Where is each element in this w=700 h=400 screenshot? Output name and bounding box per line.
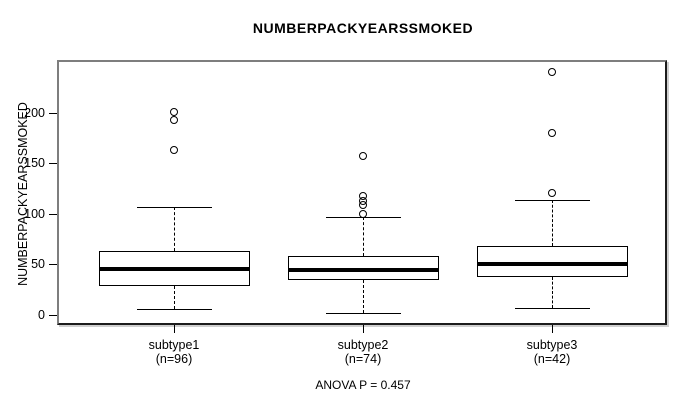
y-axis-tick-label: 150 [24,156,45,171]
median-line [476,262,628,267]
lower-whisker-line [174,285,175,309]
y-axis-tick-label: 50 [31,257,45,272]
chart-title: NUMBERPACKYEARSSMOKED [252,20,474,36]
group-label: subtype1(n=96) [104,338,244,366]
upper-whisker-cap [136,206,212,208]
outlier-point [358,209,367,218]
x-axis-tick [174,325,175,333]
lower-whisker-cap [325,312,401,314]
outlier-point [169,116,178,125]
outlier-point [169,108,178,117]
upper-whisker-line [552,199,553,247]
plot-area-border [57,60,667,325]
outlier-point [169,145,178,154]
outlier-point [358,192,367,201]
upper-whisker-line [363,216,364,257]
y-axis-tick-label: 0 [38,308,45,322]
outlier-point [547,189,556,198]
median-line [98,267,250,272]
lower-whisker-line [552,276,553,308]
group-label: subtype3(n=42) [482,338,622,366]
iqr-box [476,246,628,277]
outlier-point [358,151,367,160]
lower-whisker-cap [514,307,590,309]
y-axis-tick [49,315,57,316]
anova-annotation: ANOVA P = 0.457 [315,378,411,392]
group-count: (n=74) [344,352,382,366]
group-name: subtype3 [526,338,578,352]
x-axis-tick [552,325,553,333]
lower-whisker-cap [136,308,212,310]
upper-whisker-cap [514,199,590,201]
group-name: subtype2 [337,338,389,352]
group-name: subtype1 [148,338,200,352]
median-line [287,268,439,273]
y-axis-tick-label: 100 [24,206,45,221]
x-axis-tick [363,325,364,333]
group-label: subtype2(n=74) [293,338,433,366]
upper-whisker-line [174,206,175,252]
group-count: (n=42) [533,352,571,366]
y-axis-tick-label: 200 [24,105,45,120]
outlier-point [547,128,556,137]
y-axis-tick [49,163,57,165]
group-count: (n=96) [155,352,193,366]
y-axis-tick [49,112,57,114]
iqr-box [287,256,439,280]
outlier-point [547,67,556,76]
y-axis-tick [49,264,57,266]
lower-whisker-line [363,279,364,313]
y-axis-tick [49,213,57,215]
